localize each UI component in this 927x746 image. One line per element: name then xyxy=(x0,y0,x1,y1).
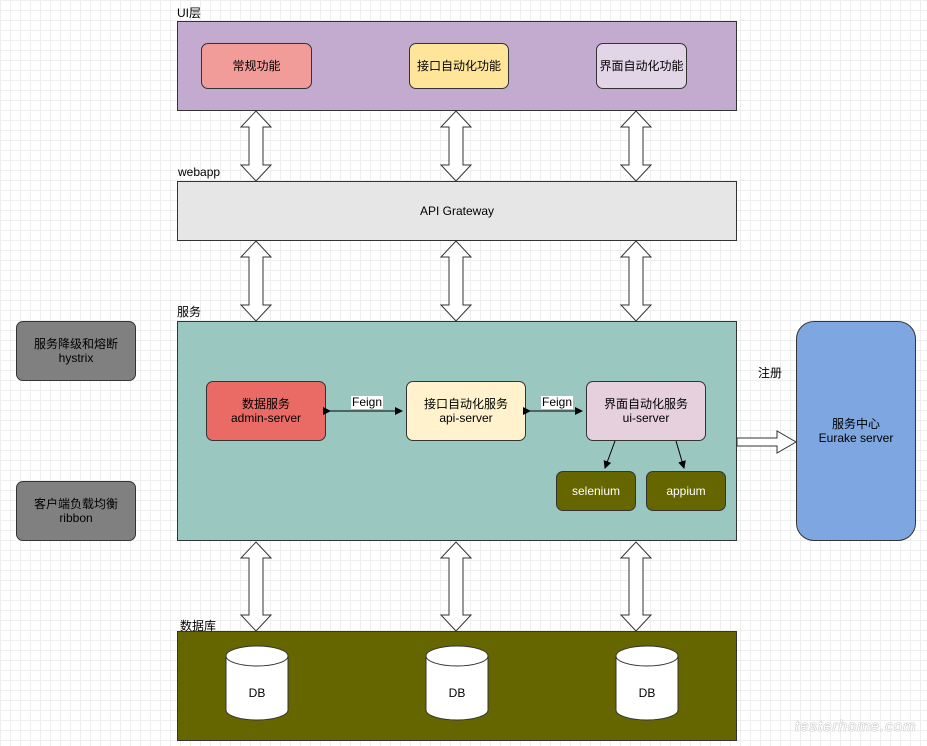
ui-item-label: 接口自动化功能 xyxy=(416,59,501,73)
webapp-layer-label: webapp xyxy=(178,165,221,179)
service-name: 接口自动化服务 xyxy=(423,397,508,411)
admin-server-box[interactable]: 数据服务 admin-server xyxy=(206,381,326,441)
register-label: 注册 xyxy=(758,366,783,380)
registry-title: 服务中心 xyxy=(831,417,880,431)
arrow-to-selenium xyxy=(603,440,616,469)
service-id: admin-server xyxy=(230,411,302,425)
ui-item-label: 界面自动化功能 xyxy=(599,59,684,73)
tool-label: appium xyxy=(666,484,706,498)
hystrix-box[interactable]: 服务降级和熔断 hystrix xyxy=(16,321,136,381)
api-gateway-label: API Grateway xyxy=(419,204,495,218)
double-arrow xyxy=(619,240,653,322)
registry-sub: Eurake server xyxy=(818,431,894,445)
ui-layer-label: UI层 xyxy=(177,6,202,20)
service-id: api-server xyxy=(439,411,493,425)
db-layer-label: 数据库 xyxy=(180,619,217,633)
db-cylinder xyxy=(425,645,489,721)
ui-item-api-auto-func[interactable]: 接口自动化功能 xyxy=(409,43,509,89)
db-cylinder xyxy=(225,645,289,721)
eureka-server-box[interactable]: 服务中心 Eurake server xyxy=(796,321,916,541)
double-arrow xyxy=(239,240,273,322)
double-arrow xyxy=(239,110,273,182)
register-arrow xyxy=(736,430,797,454)
ribbon-box[interactable]: 客户端负载均衡 ribbon xyxy=(16,481,136,541)
db-label: DB xyxy=(448,686,466,700)
ui-item-ui-auto-func[interactable]: 界面自动化功能 xyxy=(596,43,687,89)
side-sub: ribbon xyxy=(59,511,93,525)
selenium-box[interactable]: selenium xyxy=(556,471,636,511)
double-arrow xyxy=(439,240,473,322)
db-label: DB xyxy=(638,686,656,700)
appium-box[interactable]: appium xyxy=(646,471,726,511)
side-title: 客户端负载均衡 xyxy=(33,497,118,511)
double-arrows-webapp-service xyxy=(239,240,653,322)
api-gateway[interactable]: API Grateway xyxy=(177,181,737,241)
arrow-to-appium xyxy=(675,440,686,469)
api-server-box[interactable]: 接口自动化服务 api-server xyxy=(406,381,526,441)
service-layer-label: 服务 xyxy=(177,305,202,319)
double-arrows-ui-webapp xyxy=(239,110,653,182)
double-arrow xyxy=(239,541,273,632)
double-arrow xyxy=(439,541,473,632)
ui-server-box[interactable]: 界面自动化服务 ui-server xyxy=(586,381,706,441)
feign-label-2: Feign xyxy=(541,395,574,409)
side-sub: hystrix xyxy=(58,351,94,365)
db-label: DB xyxy=(248,686,266,700)
double-arrow xyxy=(619,541,653,632)
double-arrows-service-db xyxy=(239,541,653,632)
double-arrow xyxy=(619,110,653,182)
service-name: 数据服务 xyxy=(241,397,290,411)
db-cylinder xyxy=(615,645,679,721)
service-name: 界面自动化服务 xyxy=(603,397,688,411)
service-id: ui-server xyxy=(622,411,670,425)
side-title: 服务降级和熔断 xyxy=(33,337,118,351)
feign-label-1: Feign xyxy=(351,395,384,409)
tool-label: selenium xyxy=(571,484,621,498)
double-arrow xyxy=(439,110,473,182)
ui-item-normal-func[interactable]: 常规功能 xyxy=(201,43,312,89)
ui-item-label: 常规功能 xyxy=(232,59,281,73)
watermark: testerhome.com xyxy=(795,718,917,735)
